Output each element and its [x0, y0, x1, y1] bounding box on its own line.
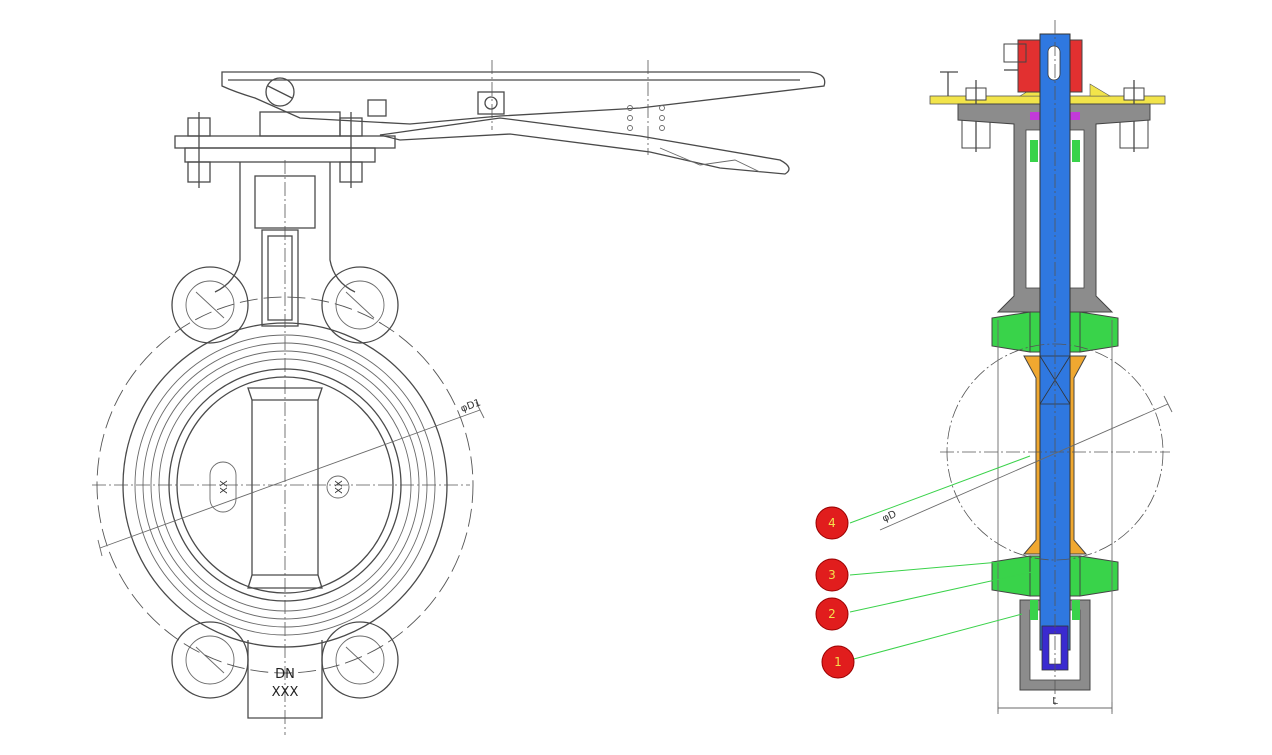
disc-mark-right: XX	[334, 480, 345, 494]
dimension-label-d: φD	[881, 509, 899, 525]
body-marking-dn: DN	[275, 667, 295, 682]
callout-2: 2	[815, 597, 849, 631]
disc-front: XX XX	[209, 387, 350, 589]
dimension-d1: φD1	[97, 397, 485, 557]
dimension-label-l: L	[1052, 696, 1058, 707]
front-view: DN XXX XX XX φD1	[92, 60, 826, 735]
callout-4: 4	[815, 506, 849, 540]
dimension-label-d1: φD1	[459, 397, 482, 414]
top-flange-plate	[174, 111, 396, 188]
svg-text:3: 3	[828, 568, 836, 582]
svg-text:1: 1	[834, 655, 842, 669]
handle-lever	[221, 60, 826, 175]
disc-mark-left: XX	[219, 480, 230, 494]
dimension-l: L	[997, 696, 1113, 714]
callout-1: 1	[821, 645, 855, 679]
callouts: 4 3 2 1	[815, 455, 1033, 679]
notch-marks	[627, 105, 665, 131]
svg-text:2: 2	[828, 607, 836, 621]
callout-3: 3	[815, 558, 849, 592]
svg-text:4: 4	[828, 516, 836, 530]
body-bottom-stub: DN XXX	[247, 640, 323, 719]
body-marking-size: XXX	[272, 685, 299, 700]
body-neck	[214, 160, 356, 735]
side-view: φD L 4 3 2	[815, 20, 1173, 714]
dimension-d: φD	[879, 395, 1173, 531]
